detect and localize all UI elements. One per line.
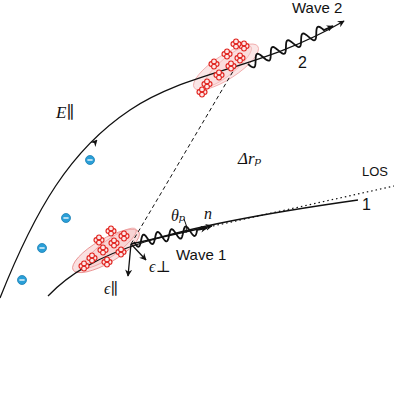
polarization-label: ϵ∥ (104, 280, 118, 298)
separation-line (131, 68, 235, 244)
proton-symbol (102, 257, 112, 267)
direction-label: n (204, 205, 212, 223)
proton-symbol (231, 39, 241, 49)
proton-symbol (119, 231, 129, 241)
field-line (48, 200, 358, 296)
electrons (18, 156, 95, 285)
electron-symbol (62, 214, 71, 223)
bunch-envelopes (67, 36, 264, 280)
field-line (0, 21, 344, 298)
line-of-sight (213, 186, 394, 226)
electron-symbol (38, 244, 47, 253)
los-label: LOS (362, 165, 388, 179)
electron-symbol (86, 156, 95, 165)
wave-label: Wave 2 (292, 0, 342, 17)
proton-symbol (226, 61, 236, 71)
field-arrow (88, 140, 97, 150)
polarization-label: ϵ⊥ (149, 258, 171, 276)
proton-symbol (197, 87, 207, 97)
proton-symbol (222, 49, 232, 59)
wave-arrow (248, 26, 333, 67)
proton-symbol (209, 59, 219, 69)
proton-symbol (235, 53, 245, 63)
waves (134, 26, 333, 247)
proton-symbol (94, 235, 104, 245)
proton-symbol (106, 226, 116, 236)
proton-symbol (109, 238, 119, 248)
protons (79, 39, 249, 271)
electron-symbol (18, 276, 27, 285)
wave-arrow (134, 227, 207, 247)
polarization-arrow (128, 244, 131, 276)
angle-label: θₚ (171, 207, 185, 225)
callout-number: 1 (362, 196, 371, 214)
wave-label: Wave 1 (176, 247, 226, 264)
callout-number: 2 (298, 54, 307, 72)
separation-label: Δrₚ (238, 150, 261, 169)
proton-symbol (116, 247, 126, 257)
proton-symbol (79, 261, 89, 271)
proton-symbol (214, 70, 224, 80)
proton-symbol (98, 245, 108, 255)
field-label: E∥ (56, 104, 74, 123)
proton-symbol (87, 253, 97, 263)
